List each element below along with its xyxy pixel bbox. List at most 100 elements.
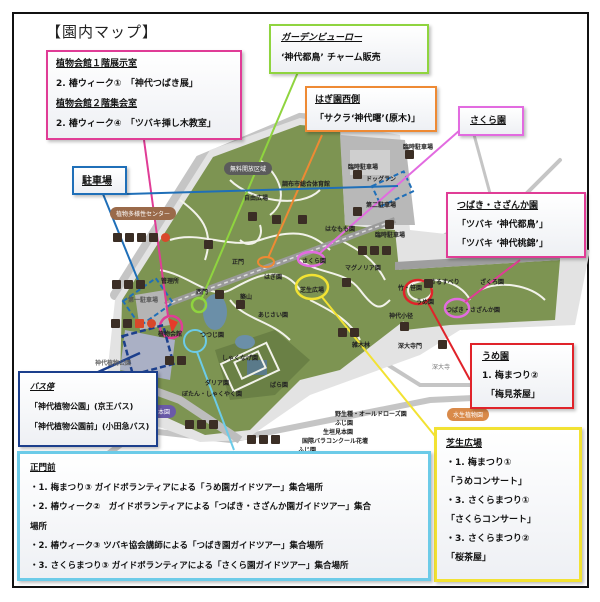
callout-heading: 正門前	[30, 463, 56, 473]
toilet-icon	[149, 233, 158, 242]
temp-parking-label-1: 臨時駐車場	[403, 144, 434, 151]
rest-icon	[215, 290, 224, 299]
take-sasa-label: 竹・笹園	[398, 285, 423, 292]
hanamomo-label: はなもも園	[325, 226, 356, 233]
callout-line: ・3. さくらまつり①	[446, 496, 530, 506]
biodiversity-center-label: 植物多様性センター	[110, 207, 177, 220]
dahlia-label: ダリア園	[205, 380, 230, 387]
jindaiji-label: 深大寺	[432, 364, 451, 371]
callout-main-gate: 正門前 ・1. 梅まつり③ ガイドボランティアによる「うめ園ガイドツアー」集合場…	[17, 451, 431, 581]
callout-line: ・3. さくらまつり②	[446, 534, 530, 544]
zoukibayashi-label: 雑木林	[352, 342, 371, 349]
sarusuberi-label: さるすべり	[430, 279, 460, 286]
callout-conservatory: 植物会館１階展示室 2. 椿ウィーク① 「神代つばき展」 植物会館２階集会室 2…	[46, 50, 242, 140]
dog-run-label: ドッグラン	[366, 176, 397, 183]
toilet-icon	[236, 300, 245, 309]
toilet-icon	[112, 280, 121, 289]
callout-heading: ガーデンビューロー	[281, 33, 363, 43]
rest-icon	[342, 278, 351, 287]
callout-heading: さくら園	[470, 116, 507, 126]
callout-heading: つばき・さざんか園	[457, 201, 539, 211]
callout-line: ・1. 梅まつり③ ガイドボランティアによる「うめ園ガイドツアー」集合場所	[30, 482, 323, 493]
callout-line: ・2. 椿ウィーク② ガイドボランティアによる「つばき・さざんか園ガイドツアー」…	[30, 502, 372, 512]
callout-line: ‘神代都鳥’ チャーム販売	[281, 53, 381, 63]
callout-line: 「ツバキ ‘神代桃錦’」	[457, 239, 548, 249]
rest-icon	[259, 435, 268, 444]
toilet-icon	[248, 212, 257, 221]
gym-label: 調布市総合体育館	[282, 181, 331, 188]
info-icon	[161, 233, 170, 242]
parking-icon	[385, 220, 394, 229]
toilet-icon	[298, 215, 307, 224]
callout-line: 「サクラ‘神代曙’(原木)」	[315, 114, 421, 124]
temp-parking-label-3: 臨時駐車場	[375, 232, 406, 239]
rest-icon	[197, 420, 206, 429]
info-icon	[147, 319, 156, 328]
callout-line: 2. 椿ウィーク① 「神代つばき展」	[56, 79, 198, 89]
wisteria-label-2: ふじ園	[298, 445, 316, 454]
rest-icon	[370, 246, 379, 255]
callout-heading: 植物会館１階展示室	[56, 59, 138, 69]
tsubaki-label: つばき・さざんか園	[446, 307, 501, 314]
west-gate-label: 西門	[196, 289, 209, 296]
toilet-icon	[358, 246, 367, 255]
callout-garden-bureau: ガーデンビューロー ‘神代都鳥’ チャーム販売	[269, 24, 429, 74]
toilet-icon	[185, 420, 194, 429]
temp-parking-label-2: 臨時駐車場	[348, 164, 379, 171]
rest-icon	[400, 322, 409, 331]
leader-lines	[84, 71, 521, 451]
callout-line: 「梅見茶屋」	[486, 390, 541, 400]
callout-heading: 駐車場	[82, 176, 112, 187]
parking-icon	[353, 170, 362, 179]
rest-icon	[124, 280, 133, 289]
callout-line: 1. 梅まつり②	[482, 371, 539, 381]
toilet-icon	[165, 356, 174, 365]
callout-heading: 芝生広場	[446, 439, 483, 449]
callout-heading: うめ園	[482, 352, 510, 362]
east-park	[395, 260, 560, 330]
wild-rose-label: 野生種・オールドローズ園	[335, 411, 407, 418]
hagi-label: はぎ園	[264, 274, 283, 281]
magnolia-label: マグノリア園	[345, 265, 381, 272]
shakunage-label: しゃくなげ園	[222, 355, 259, 362]
rest-icon	[438, 340, 447, 349]
wisteria-label-1: ふじ園	[335, 420, 354, 427]
toilet-icon	[382, 246, 391, 255]
main-park	[120, 125, 405, 435]
pergola-label: 国際バラコンクール花壇	[302, 438, 369, 445]
shop-icon	[111, 319, 120, 328]
lawn-label: 芝生広場	[300, 287, 325, 294]
callout-parking: 駐車場	[72, 166, 127, 195]
callout-line: 「ツバキ ‘神代都鳥’」	[457, 220, 548, 230]
sakura-label: さくら園	[302, 258, 327, 265]
first-aid-icon	[135, 319, 144, 328]
toilet-icon	[424, 279, 433, 288]
free-area-label: 無料開放区域	[224, 162, 273, 175]
callout-ume: うめ園 1. 梅まつり② 「梅見茶屋」	[470, 343, 574, 409]
toilet-icon	[113, 233, 122, 242]
tsukiyama-label: 築山	[240, 294, 253, 301]
callout-line: ・2. 椿ウィーク③ ツバキ協会講師による「つばき園ガイドツアー」集合場所	[30, 541, 324, 551]
tsutsuji-label: つつじ園	[200, 332, 225, 339]
callout-line: 「神代植物公園」(京王バス)	[30, 402, 134, 411]
rose-label: ばら園	[270, 382, 289, 389]
rest-icon	[137, 233, 146, 242]
toilet-icon	[204, 240, 213, 249]
specimen-label: 生垣見本園	[323, 429, 354, 436]
toilet-icon	[338, 328, 347, 337]
conservatory-label: 植物会館	[158, 331, 183, 338]
rest-icon	[136, 280, 145, 289]
hydrangea-label: あじさい園	[258, 312, 289, 319]
first-parking-label: 第一駐車場	[128, 297, 159, 304]
ume-label: うめ園	[416, 299, 435, 306]
free-plaza-label: 自由広場	[244, 195, 269, 202]
callout-line: ・1. 梅まつり①	[446, 458, 512, 468]
callout-heading: 植物会館２階集会室	[56, 99, 138, 109]
management-label: 管理所	[161, 278, 180, 285]
second-parking-label: 第二駐車場	[366, 202, 397, 209]
callout-hagi-west: はぎ園西側 「サクラ‘神代曙’(原木)」	[305, 86, 437, 132]
callout-sakura: さくら園	[458, 106, 524, 136]
jindai-shoro-label: 神代小径	[389, 313, 414, 320]
peony-label: ぼたん・しゃくやく園	[182, 391, 243, 398]
toilet-icon	[353, 207, 362, 216]
